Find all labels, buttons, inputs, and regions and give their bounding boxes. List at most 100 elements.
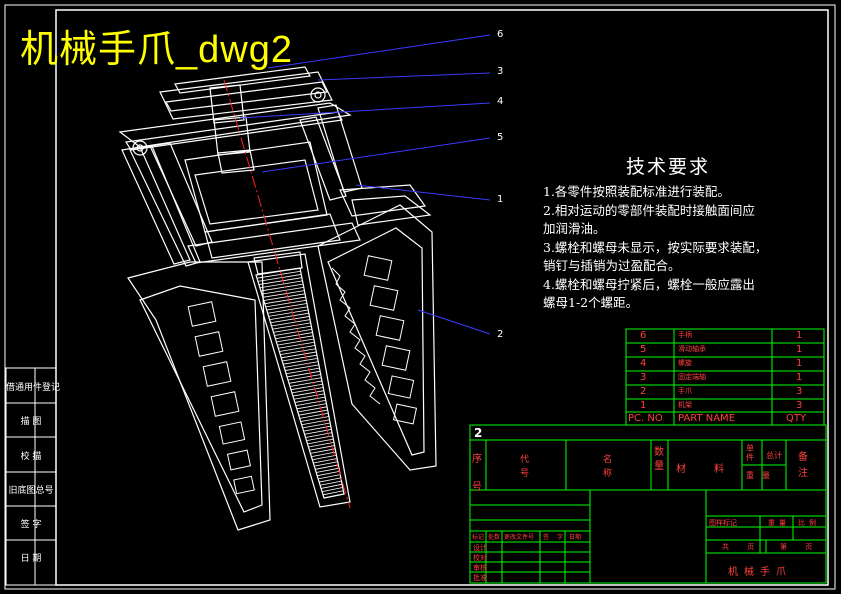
thread-line [279,345,316,352]
parts-row-number: 4 [640,358,647,369]
thread-line [265,299,307,308]
col-seq: 序号 [472,454,482,493]
role-label: 设计 [473,544,487,552]
col-name: 名称 [603,455,613,479]
thread-line [313,458,338,464]
thread-line [292,390,324,397]
stage-label: 图样标记 [709,519,737,527]
parts-row-number: 2 [640,386,647,397]
thread-line [275,332,313,340]
thread-line [267,306,308,314]
thread-line [278,341,315,349]
parts-row-name: 螺旋 [678,359,692,367]
sign-header: 日期 [569,534,582,541]
side-label-old-number: 旧底图总号 [8,486,54,496]
thread-line [288,377,322,384]
drawing-name: 机械手爪 [728,567,792,578]
thread-line [323,493,345,499]
thread-line [259,280,303,289]
thread-line [298,409,328,416]
col-code: 代号 [520,455,530,479]
thread-line [296,403,327,410]
thread-line [310,448,336,454]
parts-row-qty: 3 [796,386,803,397]
thread-line [271,319,311,327]
col-total: 总计 [766,451,782,460]
tech-requirements-heading: 技术要求 [625,156,710,178]
col-weight: 重量 [746,471,778,480]
thread-line [270,316,310,324]
sheet-number: 2 [474,426,483,440]
thread-line [311,451,336,457]
center-line [223,79,351,509]
thread-line [295,399,326,407]
thread-line [314,461,338,467]
parts-row-name: 机架 [678,401,692,409]
thread-line [308,441,335,448]
tech-line: 2.相对运动的零部件装配时接触面间应 [543,202,755,218]
thread-line [266,303,307,311]
thread-line [312,454,337,461]
thread-line [261,286,304,295]
thread-line [284,361,319,368]
side-stamp-grid [5,367,57,586]
thread-line [301,419,330,426]
thread-line [318,474,341,480]
leader-lines [239,34,491,335]
thread-line [287,370,321,378]
thread-line [255,267,301,276]
thread-line [309,445,335,451]
parts-row-number: 1 [640,400,647,411]
thread-line [315,464,339,470]
tech-requirements: 技术要求 1.各零件按照装配标准进行装配。 2.相对运动的零部件装配时接触面间应… [543,152,793,313]
right-jaw-cavities [363,255,418,425]
thread-line [321,483,343,489]
parts-list-grid [625,328,825,426]
tech-line: 螺母1-2个螺距。 [543,295,639,310]
thread-line [299,412,329,419]
drawing-title: 机械手爪_dwg2 [20,29,293,71]
thread-line [260,283,304,292]
thread-line [290,383,323,391]
sign-header: 处数 [488,534,501,541]
side-label-sign: 签 字 [20,520,42,530]
balloon-2: 2 [497,329,504,340]
thread-line [269,312,309,320]
parts-row-qty: 3 [796,400,803,411]
right-jaw-teeth [331,267,381,405]
thread-line [307,438,334,445]
thread-line [283,358,318,365]
thread-line [263,293,306,301]
role-label: 审核 [473,564,487,572]
side-label-date: 日 期 [20,554,42,564]
thread-line [268,309,309,317]
title-block-grid [469,424,827,584]
tech-line: 销钉与插销为过盈配合。 [543,258,681,273]
thread-line [306,435,333,442]
parts-row-qty: 1 [796,344,803,355]
thread-line [274,328,313,336]
thread-line [320,480,342,486]
parts-row-name: 固定端轴 [678,373,706,381]
parts-header-qty: QTY [786,413,807,424]
thread-line [256,270,301,279]
sign-header: 更改文件号 [504,534,535,541]
thread-line [289,380,323,387]
thread-line [297,406,328,413]
col-note: 备注 [798,452,808,479]
thread-line [319,477,341,483]
sign-header: 标记 [472,534,485,541]
role-label: 校对 [473,554,487,562]
scale-label: 比例 [798,519,820,527]
thread-line [282,354,318,362]
role-label: 批准 [473,574,487,582]
thread-line [294,396,326,403]
thread-line [258,277,302,285]
tech-line: 加润滑油。 [543,221,606,236]
inner-frame [55,9,829,586]
thread-line [277,338,314,346]
thread-line [322,490,344,496]
total-sheets-label: 共 页 [722,543,763,551]
col-single: 单件 [746,444,754,462]
col-material: 材料 [676,464,752,475]
